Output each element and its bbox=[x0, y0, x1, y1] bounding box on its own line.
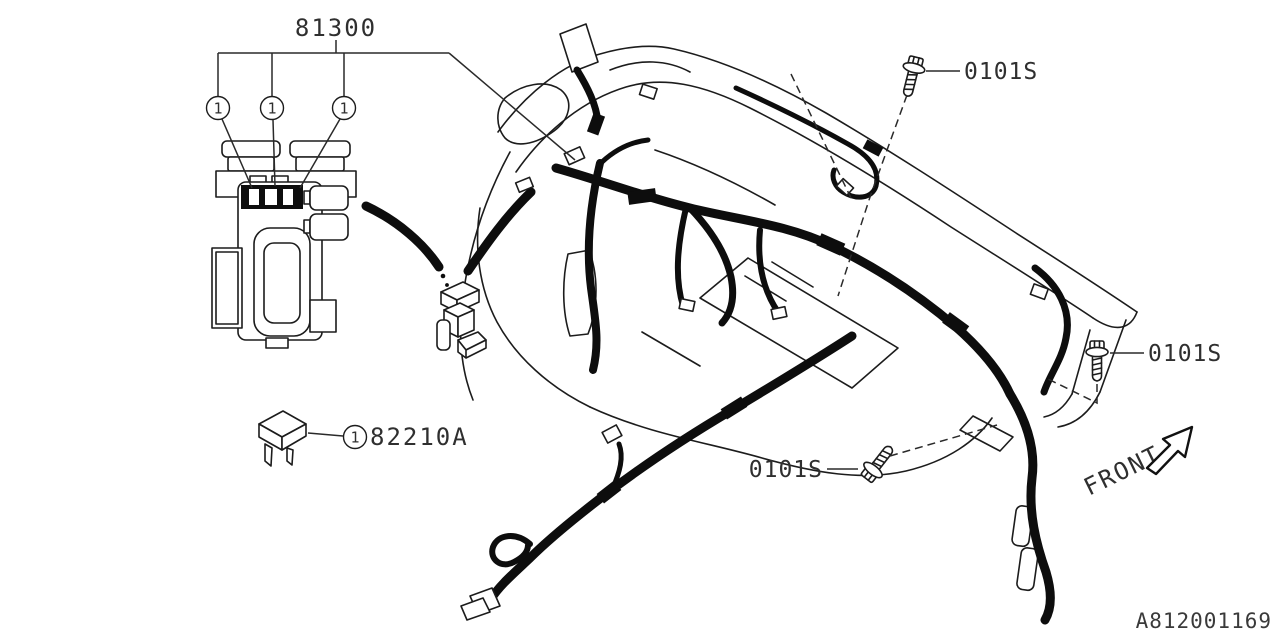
callout-screw-bottom: 0101S bbox=[749, 424, 998, 487]
screw-icon-right bbox=[1085, 340, 1109, 382]
qty-marker-fuse bbox=[342, 424, 368, 450]
label-0101s-top: 0101S bbox=[964, 59, 1038, 85]
callout-screw-right: 0101S bbox=[1047, 340, 1222, 405]
harness-connector bbox=[638, 83, 658, 100]
drawing-number: A812001169 bbox=[1136, 609, 1272, 633]
label-81300: 81300 bbox=[295, 14, 377, 42]
label-0101s-right: 0101S bbox=[1148, 341, 1222, 367]
screw-icon-top bbox=[895, 53, 929, 100]
harness-connector bbox=[1016, 547, 1039, 592]
harness-wire-bundles bbox=[460, 66, 1071, 625]
mini-blade-fuse-icon bbox=[258, 410, 307, 467]
callout-fuse-82210a: 82210A bbox=[258, 410, 469, 467]
junction-block-drawing bbox=[211, 140, 357, 349]
instrument-panel-outline bbox=[459, 23, 1138, 592]
harness-connector bbox=[601, 424, 623, 444]
label-0101s-bottom: 0101S bbox=[749, 457, 823, 483]
front-direction-marker: FRONT bbox=[1079, 425, 1194, 501]
routing-curves bbox=[361, 176, 536, 287]
fuse-holder-drawing bbox=[436, 281, 487, 359]
harness-end-connector bbox=[460, 597, 491, 621]
qty-marker-1 bbox=[205, 95, 231, 121]
harness-connector bbox=[1029, 283, 1050, 301]
callout-81300: 81300 bbox=[205, 14, 576, 189]
harness-connector bbox=[770, 305, 788, 321]
harness-connector bbox=[563, 146, 586, 166]
harness-connector bbox=[835, 177, 855, 197]
harness-connector bbox=[559, 23, 599, 73]
qty-marker-3 bbox=[331, 95, 357, 121]
harness-connector bbox=[678, 297, 696, 313]
label-82210a: 82210A bbox=[370, 423, 469, 451]
callout-screw-top: 0101S bbox=[790, 53, 1038, 297]
screw-icon-bottom bbox=[856, 439, 901, 487]
qty-marker-2 bbox=[259, 95, 285, 121]
front-direction-arrow-icon bbox=[1145, 425, 1194, 476]
